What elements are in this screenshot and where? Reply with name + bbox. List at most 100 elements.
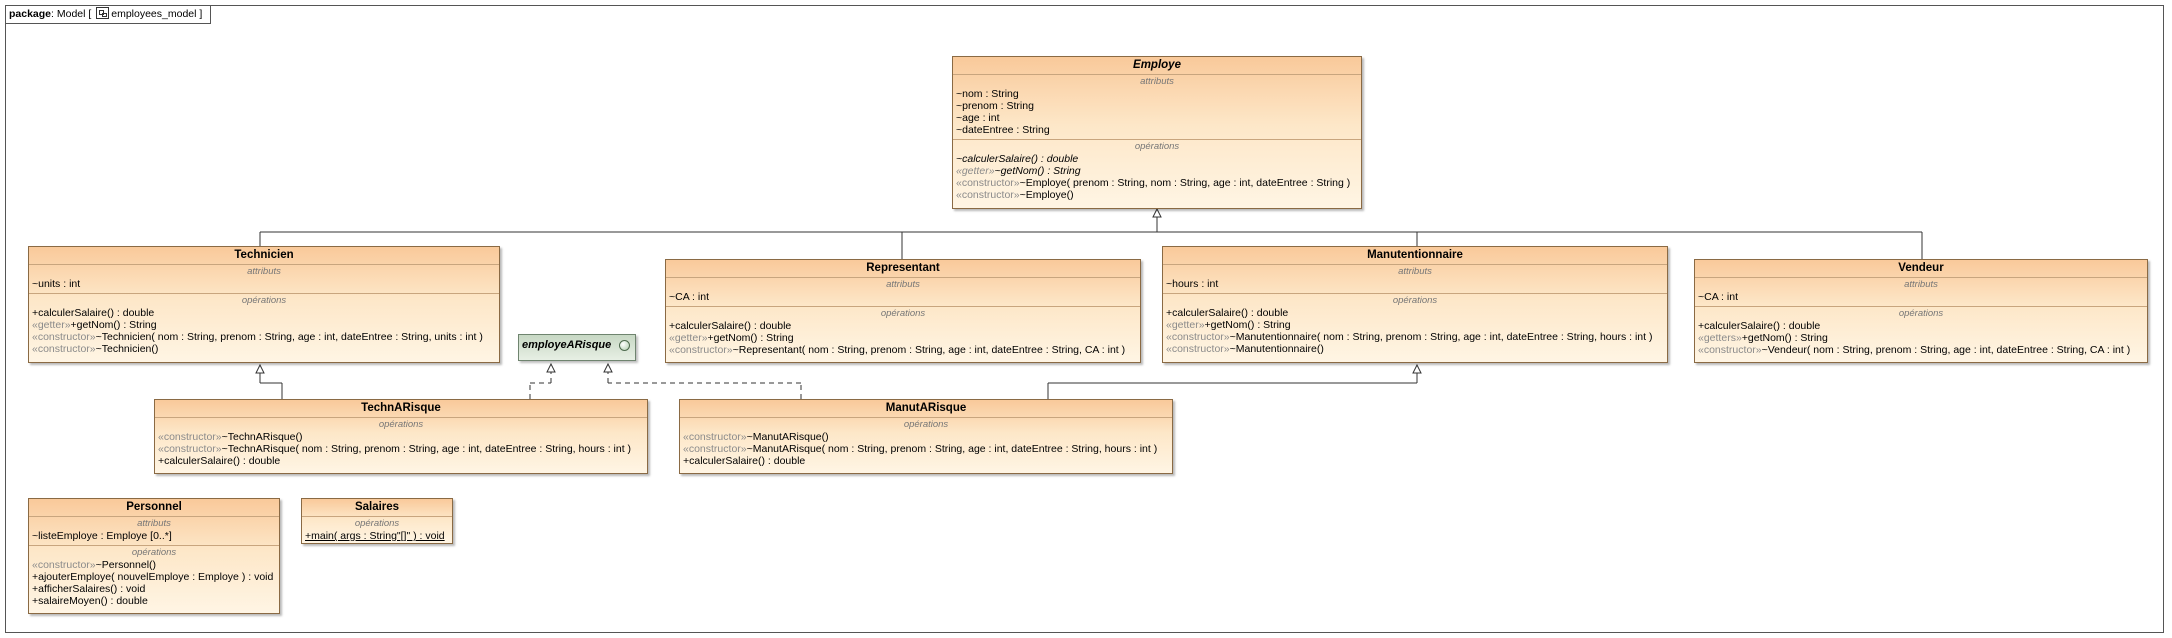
operation: «getters»+getNom() : String (1698, 332, 2144, 344)
operation: «constructor»~TechnARisque() (158, 431, 644, 443)
operation: «constructor»~Personnel() (32, 559, 276, 571)
operation: +calculerSalaire() : double (669, 320, 792, 332)
stereotype: «constructor» (32, 559, 96, 571)
operation-text: ~Employe() (1019, 189, 1074, 201)
operation: «constructor»~Vendeur( nom : String, pre… (1698, 344, 2144, 356)
diagram-name: employees_model (111, 8, 197, 20)
class-technarisque[interactable]: TechnARisque opérations «constructor»~Te… (154, 399, 648, 474)
stereotype: «constructor» (158, 443, 222, 455)
operation: +calculerSalaire() : double (32, 307, 155, 319)
operations-section: opérations +calculerSalaire() : double «… (1163, 294, 1667, 358)
operation: +salaireMoyen() : double (32, 595, 148, 607)
attribute: ~CA : int (1698, 291, 1738, 303)
section-title: opérations (903, 419, 949, 430)
operations-section: opérations «constructor»~ManutARisque() … (680, 418, 1172, 470)
operation: «getter»~getNom() : String (956, 165, 1358, 177)
section-title: attributs (137, 518, 171, 529)
operation-text: +getNom() : String (707, 332, 794, 344)
operation: ~calculerSalaire() : double (956, 153, 1079, 165)
attributes-section: attributs ~listeEmploye : Employe [0..*] (29, 517, 279, 546)
operation-text: ~Manutentionnaire( nom : String, prenom … (1229, 331, 1653, 343)
operation: «constructor»~Employe( prenom : String, … (956, 177, 1358, 189)
attribute: ~dateEntree : String (956, 124, 1050, 136)
section-title: opérations (1134, 141, 1180, 152)
class-salaires[interactable]: Salaires opérations +main( args : String… (301, 498, 453, 544)
operation: «constructor»~Technicien() (32, 343, 496, 355)
section-title: opérations (1392, 295, 1438, 306)
operation: +afficherSalaires() : void (32, 583, 146, 595)
attribute: ~hours : int (1166, 278, 1219, 290)
class-name: Employe (953, 57, 1361, 75)
class-personnel[interactable]: Personnel attributs ~listeEmploye : Empl… (28, 498, 280, 614)
operation-text: ~Employe( prenom : String, nom : String,… (1019, 177, 1351, 189)
operations-section: opérations +calculerSalaire() : double «… (1695, 307, 2147, 359)
operation-text: +getNom() : String (70, 319, 157, 331)
section-title: opérations (378, 419, 424, 430)
package-label-end: ] (199, 8, 203, 20)
stereotype: «getter» (956, 165, 995, 177)
interface-name: employeARisque (522, 339, 612, 351)
section-title: opérations (880, 308, 926, 319)
attribute: ~CA : int (669, 291, 709, 303)
stereotype: «constructor» (1166, 343, 1230, 355)
package-label: : Model [ (51, 8, 92, 20)
attribute: ~units : int (32, 278, 81, 290)
class-name: Vendeur (1695, 260, 2147, 278)
interface-lollipop-icon (619, 340, 630, 351)
class-employe[interactable]: Employe attributs ~nom : String ~prenom … (952, 56, 1362, 209)
stereotype: «constructor» (683, 431, 747, 443)
class-name: ManutARisque (680, 400, 1172, 418)
stereotype: «constructor» (956, 189, 1020, 201)
class-name: Technicien (29, 247, 499, 265)
operation: «getter»+getNom() : String (669, 332, 1137, 344)
operation-text: ~Technicien() (95, 343, 159, 355)
interface-employearisque[interactable]: employeARisque (518, 334, 636, 361)
stereotype: «constructor» (956, 177, 1020, 189)
class-manutentionnaire[interactable]: Manutentionnaire attributs ~hours : int … (1162, 246, 1668, 363)
stereotype: «constructor» (158, 431, 222, 443)
class-vendeur[interactable]: Vendeur attributs ~CA : int opérations +… (1694, 259, 2148, 363)
class-name: Salaires (302, 499, 452, 517)
class-diagram-icon (96, 7, 110, 19)
section-title: opérations (131, 547, 177, 558)
operation: «constructor»~ManutARisque() (683, 431, 1169, 443)
operation-text: ~Personnel() (95, 559, 157, 571)
attribute: ~age : int (956, 112, 1000, 124)
operation: «constructor»~Employe() (956, 189, 1358, 201)
section-title: opérations (1898, 308, 1944, 319)
class-manutarisque[interactable]: ManutARisque opérations «constructor»~Ma… (679, 399, 1173, 474)
stereotype: «constructor» (32, 331, 96, 343)
operation: «constructor»~Technicien( nom : String, … (32, 331, 496, 343)
operation-text: ~ManutARisque( nom : String, prenom : St… (746, 443, 1158, 455)
section-title: attributs (1904, 279, 1938, 290)
operation: «constructor»~Representant( nom : String… (669, 344, 1137, 356)
operation-text: ~Manutentionnaire() (1229, 343, 1324, 355)
operation-text: +getNom() : String (1741, 332, 1828, 344)
operation-text: ~TechnARisque() (221, 431, 303, 443)
stereotype: «getter» (32, 319, 71, 331)
operations-section: opérations +calculerSalaire() : double «… (666, 307, 1140, 359)
operations-section: opérations +calculerSalaire() : double «… (29, 294, 499, 358)
stereotype: «getters» (1698, 332, 1742, 344)
class-representant[interactable]: Representant attributs ~CA : int opérati… (665, 259, 1141, 363)
stereotype: «constructor» (669, 344, 733, 356)
class-name: Personnel (29, 499, 279, 517)
operations-section: opérations ~calculerSalaire() : double «… (953, 140, 1361, 204)
operation: «getter»+getNom() : String (32, 319, 496, 331)
stereotype: «constructor» (1698, 344, 1762, 356)
operation: «constructor»~ManutARisque( nom : String… (683, 443, 1169, 455)
attributes-section: attributs ~nom : String ~prenom : String… (953, 75, 1361, 140)
class-name: TechnARisque (155, 400, 647, 418)
stereotype: «getter» (669, 332, 708, 344)
operations-section: opérations «constructor»~Personnel() +aj… (29, 546, 279, 610)
attributes-section: attributs ~CA : int (1695, 278, 2147, 307)
attributes-section: attributs ~units : int (29, 265, 499, 294)
section-title: opérations (241, 295, 287, 306)
operations-section: opérations «constructor»~TechnARisque() … (155, 418, 647, 470)
class-technicien[interactable]: Technicien attributs ~units : int opérat… (28, 246, 500, 363)
operation: +calculerSalaire() : double (1698, 320, 1821, 332)
operation: +calculerSalaire() : double (1166, 307, 1289, 319)
operation: «constructor»~Manutentionnaire() (1166, 343, 1664, 355)
stereotype: «constructor» (32, 343, 96, 355)
attribute: ~nom : String (956, 88, 1019, 100)
